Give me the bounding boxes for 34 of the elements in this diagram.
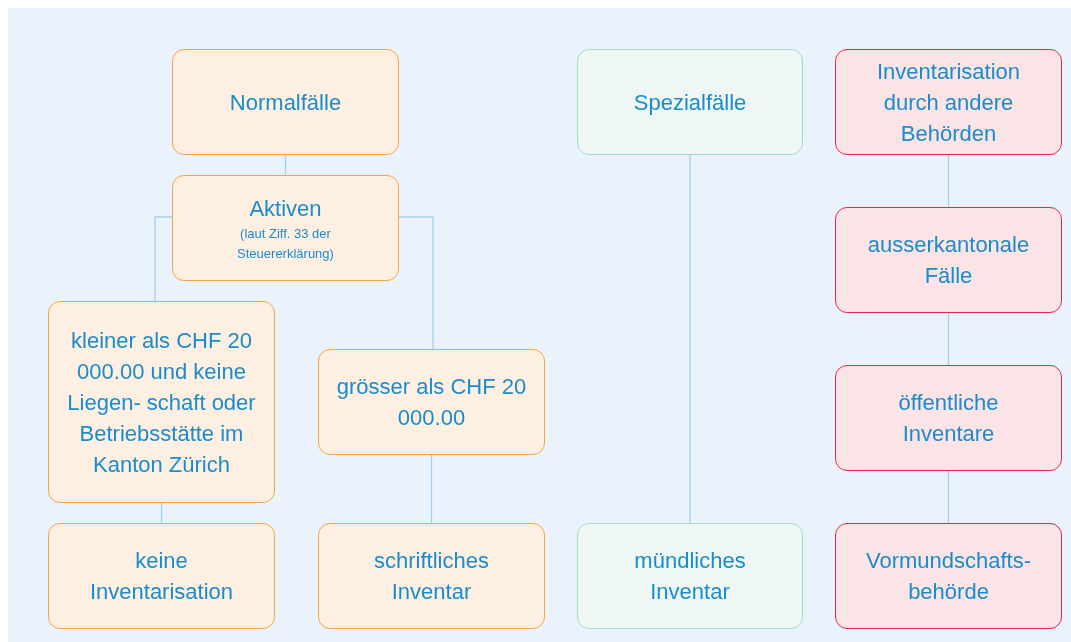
box-label: Aktiven [249, 194, 322, 223]
process-box [835, 49, 1062, 155]
connector-line [947, 470, 950, 524]
connector-line [154, 216, 173, 302]
process-box [835, 365, 1062, 471]
box-label: Spezialfälle [633, 88, 747, 117]
box-label: schriftliches Inventar [373, 547, 490, 606]
box-label: mündliches Inventar [633, 547, 747, 606]
connector-line [947, 154, 950, 208]
box-label: kleiner als CHF 20 000.00 und keine Liegen- schaft oder Betriebsstätte im Kanton Zürich [66, 326, 257, 479]
box-label: keine Inventarisation [88, 547, 235, 606]
process-box [172, 49, 399, 155]
connector-line [430, 454, 433, 524]
box-label: Vormundschafts- behörde [864, 547, 1033, 606]
box-label: Normalfälle [229, 88, 342, 117]
process-box [835, 523, 1062, 629]
process-box [48, 301, 275, 503]
connector-line [689, 154, 691, 524]
connector-line [160, 502, 163, 524]
process-box [577, 49, 803, 155]
process-box [835, 207, 1062, 313]
process-box [318, 523, 545, 629]
box-label: grösser als CHF 20 000.00 [335, 373, 528, 432]
process-box [48, 523, 275, 629]
box-label: öffentliche Inventare [897, 389, 1000, 448]
process-box [577, 523, 803, 629]
connector-line [284, 154, 287, 176]
connector-line [947, 312, 950, 366]
box-label: Inventarisation durch andere Behörden [875, 57, 1022, 148]
process-box [172, 175, 399, 281]
process-box [318, 349, 545, 455]
connector-line [398, 216, 434, 350]
box-label: ausserkantonale Fälle [866, 231, 1031, 290]
box-note: (laut Ziff. 33 der Steuererklärung) [236, 224, 335, 263]
